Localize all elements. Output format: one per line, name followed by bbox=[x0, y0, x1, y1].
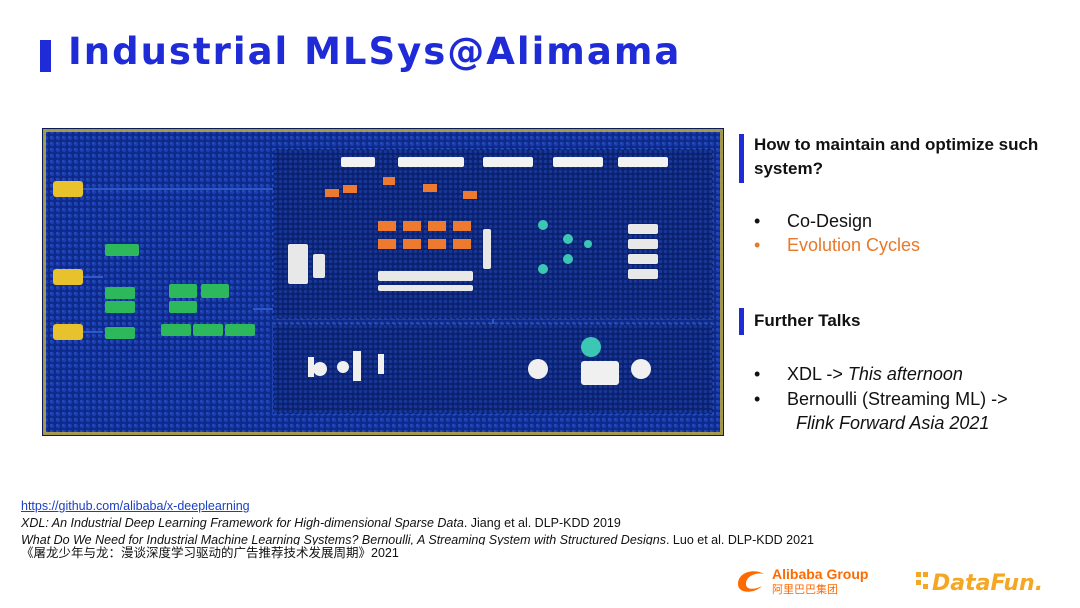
datafun-logo-text: DataFun. bbox=[932, 571, 1043, 596]
datafun-logo: DataFun. bbox=[914, 562, 1054, 603]
alibaba-logo-cn-text: 阿里巴巴集团 bbox=[772, 582, 838, 596]
reference-chinese: 《屠龙少年与龙：漫谈深度学习驱动的广告推荐技术发展周期》2021 bbox=[21, 546, 399, 560]
system-architecture-mosaic-image bbox=[42, 128, 724, 436]
github-link[interactable]: https://github.com/alibaba/x-deeplearnin… bbox=[21, 499, 250, 513]
bullet-dot: • bbox=[754, 235, 761, 255]
title-accent-bar bbox=[40, 40, 51, 72]
reference-title: What Do We Need for Industrial Machine L… bbox=[21, 533, 666, 545]
slide-title: Industrial MLSys@Alimama bbox=[68, 30, 682, 73]
reference-xdl: XDL: An Industrial Deep Learning Framewo… bbox=[21, 515, 814, 532]
section-accent-bar bbox=[739, 134, 744, 183]
bullet-text-italic: Flink Forward Asia 2021 bbox=[796, 413, 990, 433]
alibaba-logo: Alibaba Group 阿里巴巴集团 bbox=[734, 562, 884, 603]
bullet-dot: • bbox=[754, 211, 761, 231]
bullet-text: Co-Design bbox=[787, 211, 873, 231]
reference-title: XDL: An Industrial Deep Learning Framewo… bbox=[21, 516, 464, 530]
datafun-mark-icon bbox=[916, 572, 928, 589]
section-accent-bar bbox=[739, 308, 744, 335]
reference-authors: . Luo et al. DLP-KDD 2021 bbox=[665, 533, 814, 545]
bullet-bernoulli: • Bernoulli (Streaming ML) -> Flink Forw… bbox=[754, 387, 1054, 437]
reference-bernoulli: What Do We Need for Industrial Machine L… bbox=[21, 532, 814, 545]
bullet-text-italic: This afternoon bbox=[847, 364, 963, 384]
bullet-text: Evolution Cycles bbox=[787, 235, 921, 255]
bullet-text: XDL -> bbox=[787, 364, 848, 384]
bullet-dot: • bbox=[754, 389, 761, 409]
bullet-text: Bernoulli (Streaming ML) -> bbox=[787, 389, 1008, 409]
references: https://github.com/alibaba/x-deeplearnin… bbox=[21, 498, 814, 562]
alibaba-logo-text: Alibaba Group bbox=[772, 566, 868, 582]
alibaba-swoosh-icon bbox=[738, 571, 764, 592]
section-heading-maintain: How to maintain and optimize such system… bbox=[754, 135, 1039, 178]
reference-authors: . Jiang et al. DLP-KDD 2019 bbox=[463, 516, 621, 530]
bullet-dot: • bbox=[754, 364, 761, 384]
section-heading-further-talks: Further Talks bbox=[754, 311, 861, 330]
